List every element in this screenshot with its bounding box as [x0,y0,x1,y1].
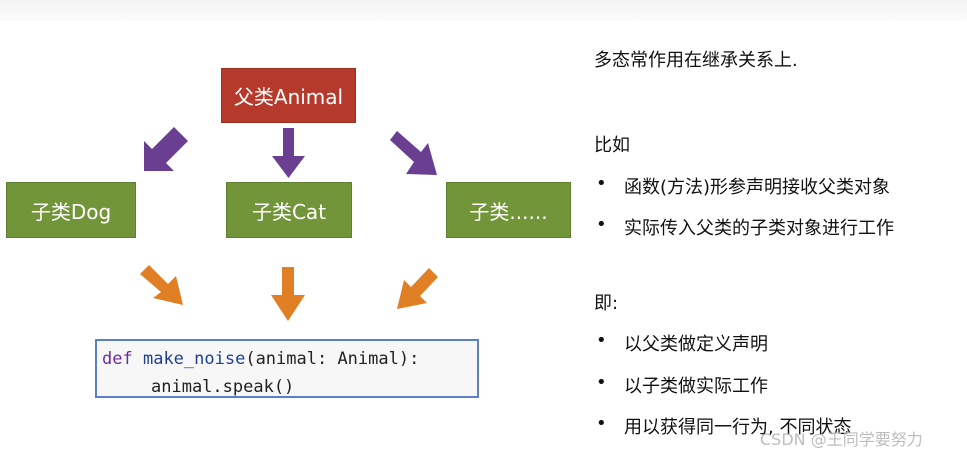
child-class-box-cat: 子类Cat [226,182,352,238]
code-signature: (animal: Animal): [245,349,420,369]
bullet-dot: • [596,173,607,194]
child-class-label: 子类...... [469,199,548,224]
arrow-dog-to-function [140,265,183,305]
child-class-label: 子类Dog [30,199,112,224]
meaning-bullet-3: 用以获得同一行为, 不同状态 [624,417,852,438]
arrow-parent-to-other [390,131,437,175]
code-snippet: def make_noise(animal: Animal): animal.s… [95,339,479,398]
bullet-dot: • [596,372,607,393]
bullet-dot: • [596,413,607,434]
parent-class-label: 父类Animal [233,85,344,109]
arrow-other-to-function [397,268,438,309]
code-keyword: def [102,349,133,369]
child-class-box-dog: 子类Dog [6,182,136,238]
arrow-cat-to-function [271,267,305,321]
example-bullet-2: 实际传入父类的子类对象进行工作 [624,218,894,239]
meaning-heading: 即: [594,293,619,314]
meaning-bullet-2: 以子类做实际工作 [624,376,768,397]
intro-text: 多态常作用在继承关系上. [594,50,798,71]
code-body: animal.speak() [151,377,295,397]
example-heading: 比如 [594,135,630,156]
child-class-label: 子类Cat [251,199,327,224]
child-class-box-other: 子类...... [446,182,571,238]
example-bullet-1: 函数(方法)形参声明接收父类对象 [624,177,891,198]
watermark: CSDN @王同学要努力 [760,430,923,449]
bullet-dot: • [596,214,607,235]
arrow-parent-to-dog [144,127,188,171]
bullet-dot: • [596,330,607,351]
arrow-parent-to-cat [272,128,305,178]
parent-class-box: 父类Animal [221,68,356,123]
meaning-bullet-1: 以父类做定义声明 [624,334,768,355]
code-function-name: make_noise [142,349,246,369]
top-band [0,0,967,21]
